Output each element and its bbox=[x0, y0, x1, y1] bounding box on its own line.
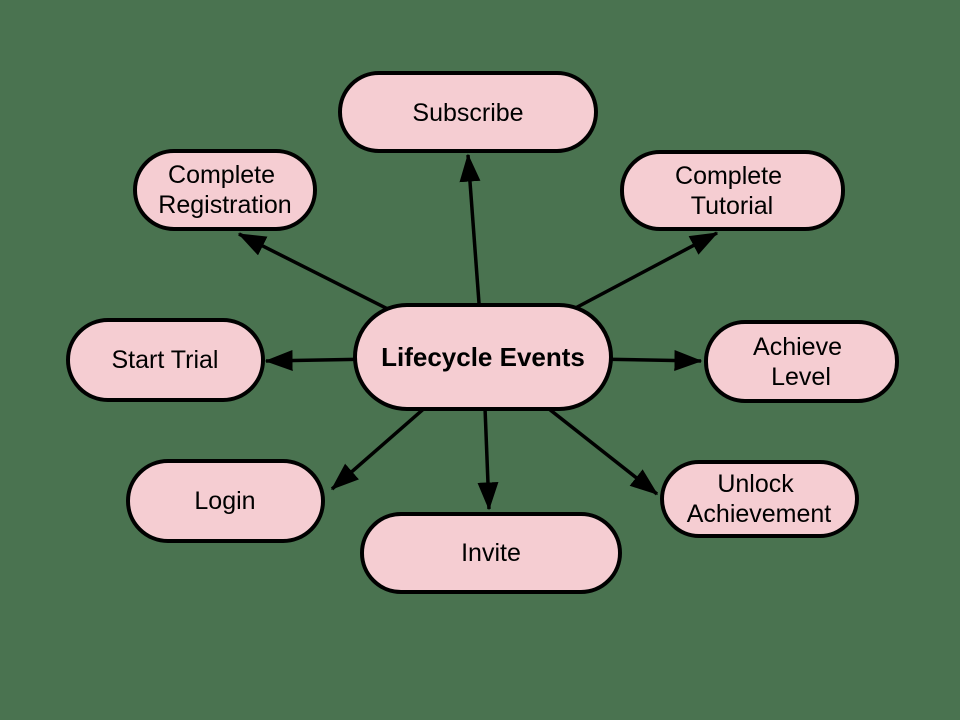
label-line: Complete bbox=[168, 161, 275, 189]
label-line: Registration bbox=[158, 191, 291, 219]
node-complete-registration: Complete Registration bbox=[133, 149, 317, 231]
node-start-trial-label: Start Trial bbox=[112, 346, 219, 374]
label-line: Level bbox=[771, 363, 831, 391]
node-lifecycle-events: Lifecycle Events bbox=[353, 303, 613, 411]
node-invite-shape bbox=[360, 512, 622, 594]
node-start-trial-shape bbox=[66, 318, 265, 402]
node-login-label: Login bbox=[194, 487, 255, 515]
node-subscribe: Subscribe bbox=[338, 71, 598, 153]
node-complete-tutorial-shape bbox=[620, 150, 845, 231]
node-subscribe-label: Subscribe bbox=[412, 99, 523, 127]
node-unlock-achievement: Unlock Achievement bbox=[660, 460, 859, 538]
node-subscribe-shape bbox=[338, 71, 598, 153]
label-line: Tutorial bbox=[691, 192, 773, 220]
node-unlock-achievement-shape bbox=[660, 460, 859, 538]
node-invite: Invite bbox=[360, 512, 622, 594]
node-achieve-level: Achieve Level bbox=[704, 320, 899, 403]
node-login: Login bbox=[126, 459, 325, 543]
node-complete-registration-shape bbox=[133, 149, 317, 231]
label-line: Achievement bbox=[687, 500, 832, 528]
node-lifecycle-events-label: Lifecycle Events bbox=[381, 342, 585, 372]
node-complete-registration-label: Complete Registration bbox=[158, 161, 291, 219]
label-line: Unlock bbox=[717, 470, 794, 498]
node-achieve-level-shape bbox=[704, 320, 899, 403]
label-line: Achieve bbox=[753, 333, 842, 361]
node-achieve-level-label: Achieve Level bbox=[753, 333, 849, 391]
node-unlock-achievement-label: Unlock Achievement bbox=[687, 470, 832, 528]
node-complete-tutorial-label: Complete Tutorial bbox=[675, 162, 789, 220]
node-login-shape bbox=[126, 459, 325, 543]
node-invite-label: Invite bbox=[461, 539, 521, 567]
label-line: Complete bbox=[675, 162, 782, 190]
node-start-trial: Start Trial bbox=[66, 318, 265, 402]
nodes-group: Subscribe Complete Tutorial Achieve Leve… bbox=[66, 71, 899, 594]
node-lifecycle-events-shape bbox=[353, 303, 613, 411]
node-complete-tutorial: Complete Tutorial bbox=[620, 150, 845, 231]
